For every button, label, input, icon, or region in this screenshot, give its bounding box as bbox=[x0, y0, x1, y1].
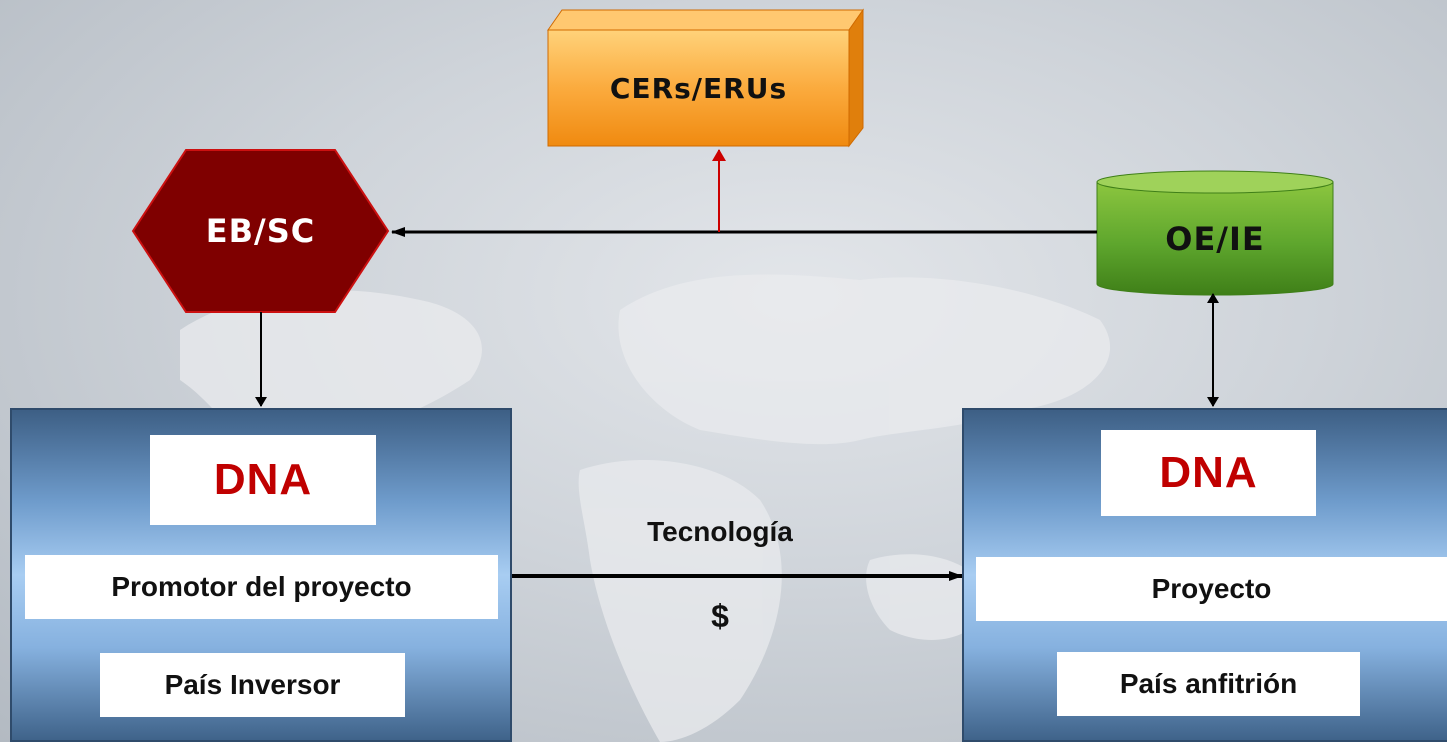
investor-country-panel: DNA Promotor del proyecto País Inversor bbox=[10, 408, 512, 742]
money-label: $ bbox=[711, 598, 729, 634]
host-country-panel: DNA Proyecto País anfitrión bbox=[962, 408, 1447, 742]
ebsc-hexagon-shape bbox=[131, 149, 390, 313]
oeie-cylinder-shape bbox=[1096, 170, 1334, 296]
dna-label-investor: DNA bbox=[150, 435, 376, 525]
cers-box-shape bbox=[547, 8, 864, 148]
host-country-label: País anfitrión bbox=[1057, 652, 1360, 716]
cers-erus-label: CERs/ERUs bbox=[609, 71, 788, 105]
technology-label: Tecnología bbox=[647, 516, 793, 547]
project-promoter-label: Promotor del proyecto bbox=[25, 555, 498, 619]
investor-country-label: País Inversor bbox=[100, 653, 405, 717]
eb-sc-label: EB/SC bbox=[205, 212, 316, 250]
project-label: Proyecto bbox=[976, 557, 1447, 621]
oe-ie-label: OE/IE bbox=[1165, 220, 1265, 258]
dna-label-host: DNA bbox=[1101, 430, 1316, 516]
